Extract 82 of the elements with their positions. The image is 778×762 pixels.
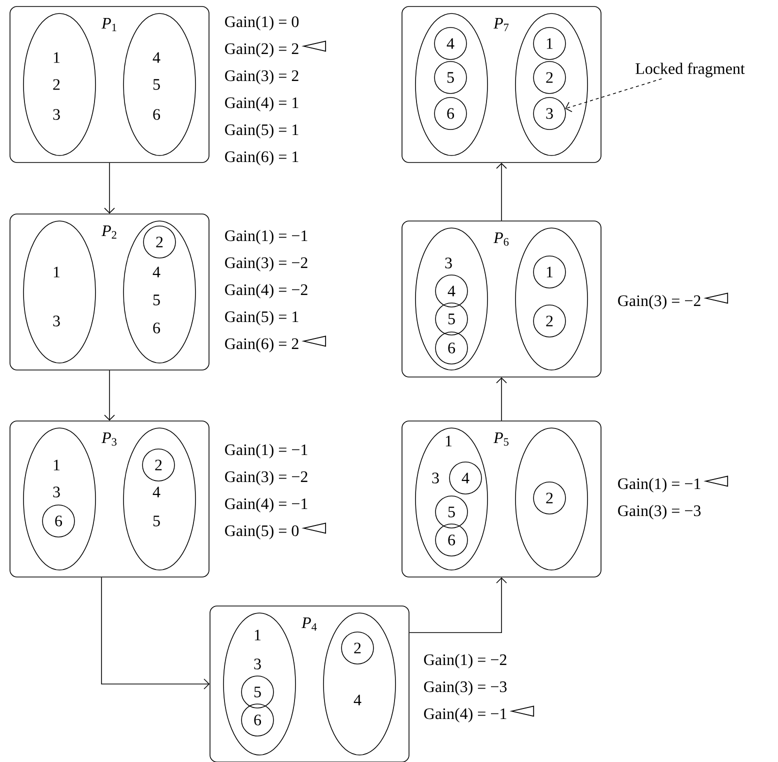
gain-value: Gain(4) = 1 (225, 96, 298, 112)
gain-value: Gain(1) = −1 (618, 478, 700, 492)
arrow (409, 577, 507, 633)
partition-ellipse (515, 228, 588, 370)
vertex-number: 5 (153, 294, 160, 306)
locked-vertex: 6 (42, 504, 75, 538)
vertex-number: 4 (354, 694, 362, 706)
partition-label: P$_{1}$ (101, 18, 116, 32)
vertex-number: 3 (53, 316, 60, 326)
vertex-number: 1 (54, 266, 60, 278)
vertex-number: 3 (53, 109, 60, 120)
gain-value: Gain(6) = 1 (225, 150, 298, 166)
partition-label: P$_{2}$ (101, 226, 116, 239)
vertex-number: 4 (152, 486, 160, 498)
gain-value: Gain(2) = 2 (225, 42, 298, 58)
arrow (104, 162, 115, 214)
gain-value: Gain(6) = 2 (225, 338, 298, 352)
vertex-number: 6 (153, 322, 160, 334)
vertex-number: 3 (53, 486, 60, 498)
locked-vertex: 4 (449, 462, 482, 494)
locked-vertex: 5 (241, 676, 274, 708)
callout-text: Locked fragment (636, 62, 745, 78)
gain-value: Gain(1) = −2 (424, 654, 506, 668)
partition-ellipse (515, 13, 588, 156)
locked-vertex: 6 (434, 97, 467, 130)
vertex-number: 1 (254, 630, 261, 640)
locked-vertex: 4 (434, 27, 467, 60)
leader-line (565, 78, 662, 112)
vertex-number: 5 (153, 516, 160, 526)
vertex-number: 3 (432, 472, 439, 484)
partition-label: P$_{7}$ (494, 18, 509, 32)
vertex-number: 1 (54, 52, 60, 63)
locked-vertex: 2 (143, 226, 176, 258)
gain-value: Gain(3) = 2 (225, 70, 298, 84)
locked-vertex: 6 (435, 332, 468, 364)
locked-vertex: 1 (533, 27, 566, 60)
gain-value: Gain(5) = 1 (225, 310, 298, 326)
gain-value: Gain(1) = −1 (225, 230, 308, 244)
gain-value: Gain(3) = −2 (225, 470, 308, 486)
arrow (496, 377, 507, 421)
vertex-number: 3 (445, 258, 452, 268)
partition-label: P$_{4}$ (302, 618, 317, 631)
partition-ellipse (515, 428, 588, 570)
gain-value: Gain(4) = −2 (225, 284, 308, 298)
locked-vertex: 6 (241, 704, 274, 736)
arrow (104, 370, 115, 421)
locked-vertex: 6 (435, 524, 468, 556)
partition-label: P$_{3}$ (101, 432, 116, 446)
partition-label: P$_{6}$ (494, 232, 509, 246)
locked-vertex: 2 (533, 61, 566, 94)
arrow (496, 162, 507, 221)
gain-value: Gain(4) = −1 (225, 498, 308, 512)
gain-value: Gain(1) = 0 (225, 16, 299, 30)
vertex-number: 5 (153, 79, 160, 90)
gain-value: Gain(3) = −3 (618, 504, 701, 520)
locked-vertex: 3 (533, 97, 566, 130)
gain-value: Gain(3) = −2 (225, 256, 308, 272)
vertex-number: 3 (254, 658, 261, 670)
vertex-number: 6 (153, 109, 160, 120)
locked-vertex: 2 (142, 448, 175, 482)
locked-vertex: 5 (435, 496, 468, 528)
vertex-number: 1 (54, 460, 60, 470)
locked-vertex: 2 (533, 304, 566, 338)
gain-value: Gain(1) = −1 (225, 444, 308, 458)
locked-vertex: 2 (533, 482, 566, 514)
locked-vertex: 5 (434, 61, 467, 94)
partition-ellipse (415, 13, 488, 156)
vertex-number: 4 (152, 52, 160, 63)
vertex-number: 4 (152, 266, 160, 278)
gain-value: Gain(5) = 0 (225, 524, 299, 540)
locked-vertex: 1 (533, 256, 566, 288)
partition-label: P$_{5}$ (494, 432, 508, 446)
gain-value: Gain(3) = −3 (424, 680, 507, 696)
vertex-number: 1 (446, 436, 452, 446)
locked-vertex: 2 (341, 632, 374, 664)
gain-value: Gain(3) = −2 (618, 294, 700, 310)
locked-vertex: 5 (435, 302, 468, 336)
gain-value: Gain(5) = 1 (225, 124, 298, 138)
locked-vertex: 4 (435, 274, 468, 308)
gain-value: Gain(4) = −1 (424, 708, 506, 722)
arrow (101, 577, 210, 690)
vertex-number: 2 (53, 79, 60, 90)
